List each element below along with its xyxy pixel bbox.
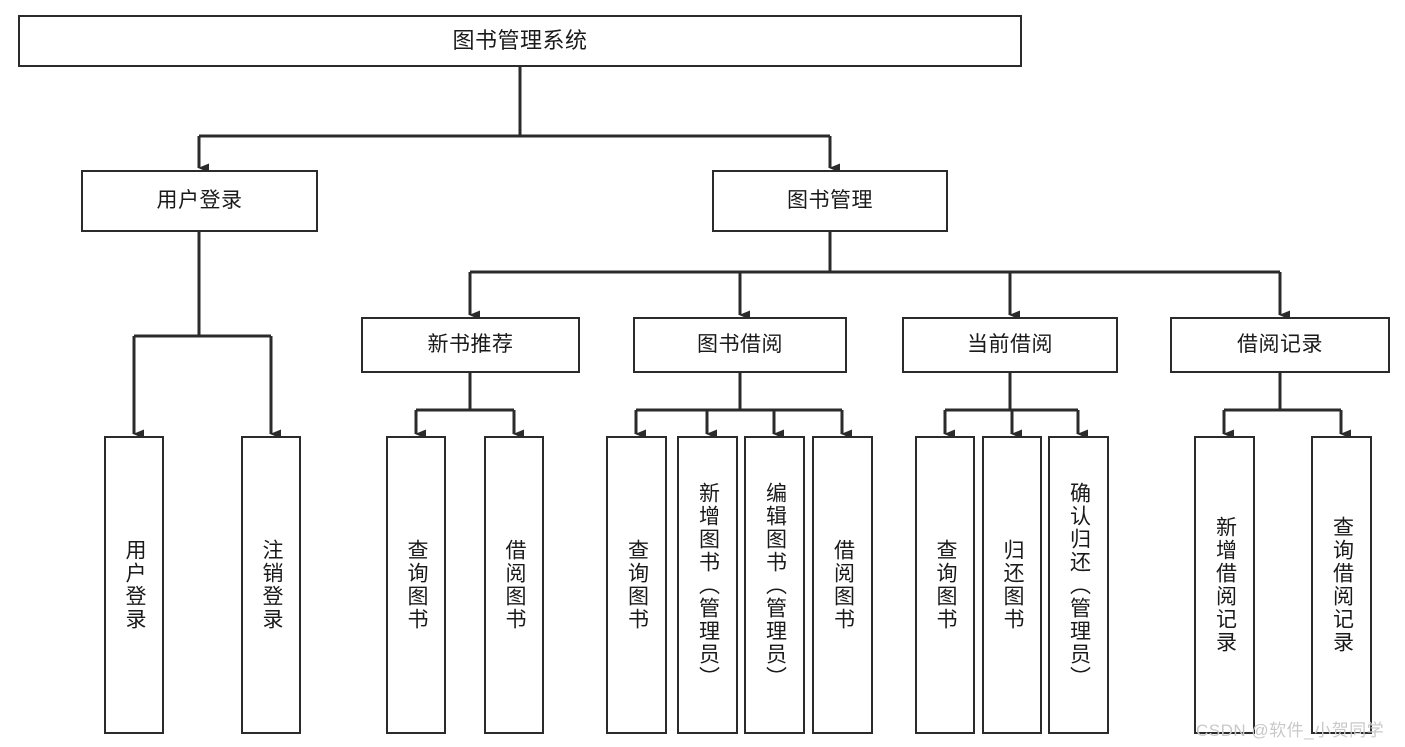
node-label: 借阅图书 [503, 539, 527, 631]
node-leaf-query-book-borrow[interactable]: 查询图书 [606, 436, 667, 734]
connector-lines [132, 67, 1351, 439]
node-label: 新增图书（管理员） [696, 481, 720, 689]
node-label: 确认归还（管理员） [1067, 481, 1091, 689]
node-label: 新书推荐 [427, 332, 514, 356]
node-leaf-logout-login[interactable]: 注销登录 [241, 436, 301, 734]
node-label: 借阅图书 [831, 539, 855, 631]
node-label: 编辑图书（管理员） [763, 481, 787, 689]
node-leaf-query-borrow-record[interactable]: 查询借阅记录 [1311, 436, 1372, 734]
node-leaf-query-book-current[interactable]: 查询图书 [915, 436, 975, 734]
node-label: 用户登录 [123, 539, 147, 631]
node-leaf-return-book[interactable]: 归还图书 [982, 436, 1042, 734]
node-label: 查询图书 [625, 539, 649, 631]
node-label: 查询借阅记录 [1330, 516, 1354, 654]
node-borrow-record[interactable]: 借阅记录 [1170, 317, 1390, 373]
node-label: 用户登录 [156, 188, 243, 212]
node-leaf-borrow-book-recommend[interactable]: 借阅图书 [484, 436, 544, 734]
node-user-login[interactable]: 用户登录 [81, 170, 318, 232]
node-leaf-borrow-book[interactable]: 借阅图书 [812, 436, 873, 734]
node-label: 注销登录 [260, 539, 284, 631]
node-leaf-user-login[interactable]: 用户登录 [104, 436, 164, 734]
node-label: 借阅记录 [1237, 332, 1323, 356]
node-new-book-recommend[interactable]: 新书推荐 [361, 317, 580, 373]
node-leaf-add-borrow-record[interactable]: 新增借阅记录 [1194, 436, 1255, 734]
csdn-watermark: CSDN @软件_小贺同学 [1196, 721, 1385, 740]
node-label: 查询图书 [405, 539, 429, 631]
node-leaf-query-book-recommend[interactable]: 查询图书 [386, 436, 446, 734]
node-book-borrow[interactable]: 图书借阅 [633, 317, 847, 373]
node-label: 图书管理 [787, 188, 873, 212]
node-label: 归还图书 [1001, 539, 1025, 631]
node-leaf-edit-book-admin[interactable]: 编辑图书（管理员） [744, 436, 805, 734]
node-leaf-add-book-admin[interactable]: 新增图书（管理员） [677, 436, 738, 734]
node-label: 新增借阅记录 [1213, 516, 1237, 654]
node-label: 图书管理系统 [452, 28, 588, 54]
node-label: 图书借阅 [697, 332, 783, 356]
node-book-management[interactable]: 图书管理 [712, 170, 948, 232]
node-current-borrow[interactable]: 当前借阅 [902, 317, 1118, 373]
node-leaf-confirm-return-admin[interactable]: 确认归还（管理员） [1048, 436, 1109, 734]
node-label: 查询图书 [934, 539, 958, 631]
node-label: 当前借阅 [967, 332, 1053, 356]
node-root[interactable]: 图书管理系统 [18, 15, 1022, 67]
